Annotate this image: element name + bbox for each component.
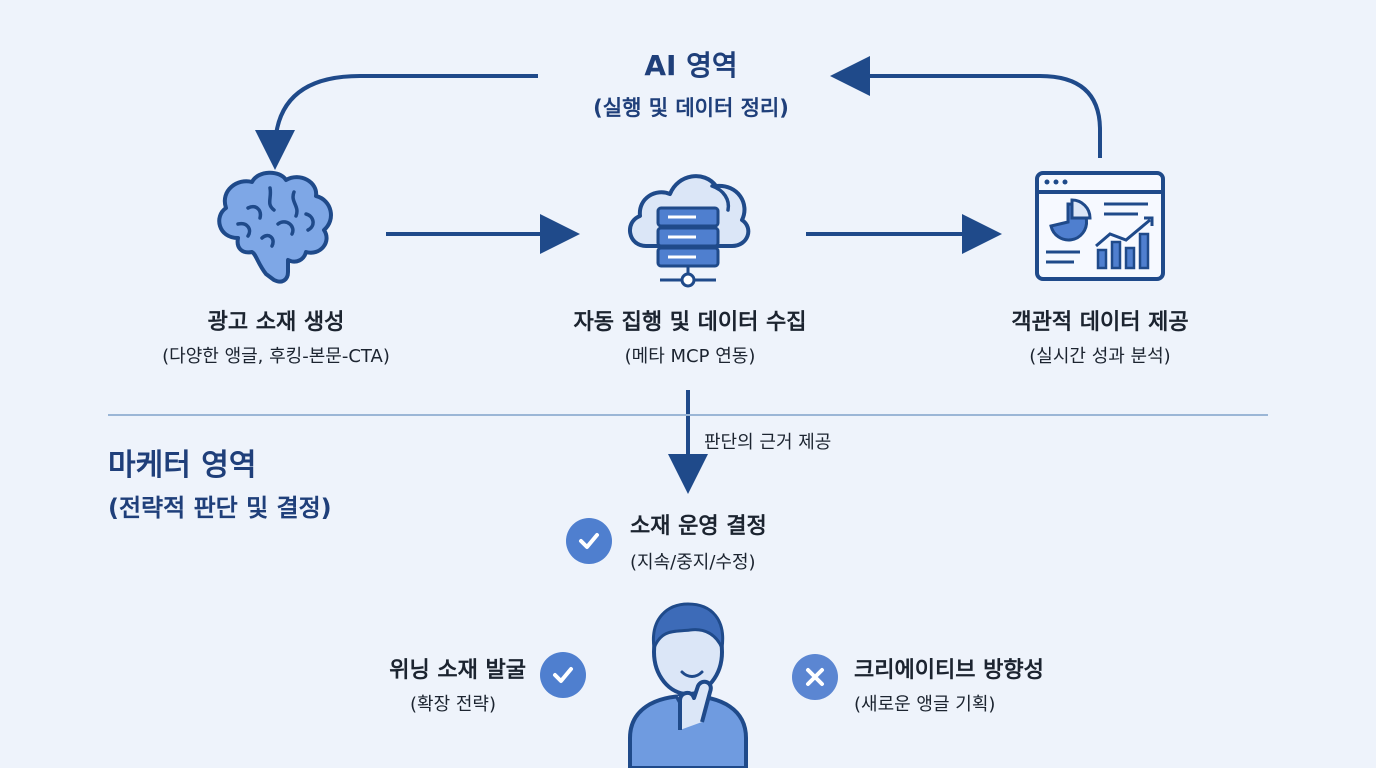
x-circle-icon	[792, 654, 838, 700]
decision-creative-subtitle: (새로운 앵글 기획)	[854, 694, 996, 715]
check-circle-icon	[540, 652, 586, 698]
step-3-subtitle: (실시간 성과 분석)	[1029, 346, 1171, 367]
decision-creative-title: 크리에이티브 방향성	[854, 658, 1044, 683]
step-2-subtitle: (메타 MCP 연동)	[624, 346, 756, 367]
step-3-title: 객관적 데이터 제공	[1011, 310, 1189, 335]
ai-zone-subtitle: (실행 및 데이터 정리)	[593, 96, 789, 120]
decision-operation-subtitle: (지속/중지/수정)	[630, 552, 756, 573]
step-1-subtitle: (다양한 앵글, 후킹-본문-CTA)	[162, 346, 390, 367]
step-1-title: 광고 소재 생성	[207, 310, 345, 335]
zone-divider	[108, 414, 1268, 416]
brain-icon	[217, 170, 333, 284]
step-2-title: 자동 집행 및 데이터 수집	[573, 310, 807, 335]
loop-arrow-left	[255, 74, 538, 170]
decision-operation-title: 소재 운영 결정	[630, 514, 767, 539]
ai-zone-title: AI 영역	[644, 49, 738, 82]
loop-arrow-right	[830, 56, 1102, 158]
check-circle-icon	[566, 518, 612, 564]
thinking-person-icon	[628, 602, 748, 768]
decision-winning-title: 위닝 소재 발굴	[389, 658, 526, 683]
handoff-label: 판단의 근거 제공	[704, 432, 832, 453]
marketer-zone-subtitle: (전략적 판단 및 결정)	[108, 494, 332, 522]
cloud-server-icon	[628, 174, 751, 288]
dashboard-chart-icon	[1035, 171, 1165, 281]
marketer-zone-title: 마케터 영역	[108, 448, 257, 483]
decision-winning-subtitle: (확장 전략)	[409, 694, 496, 715]
